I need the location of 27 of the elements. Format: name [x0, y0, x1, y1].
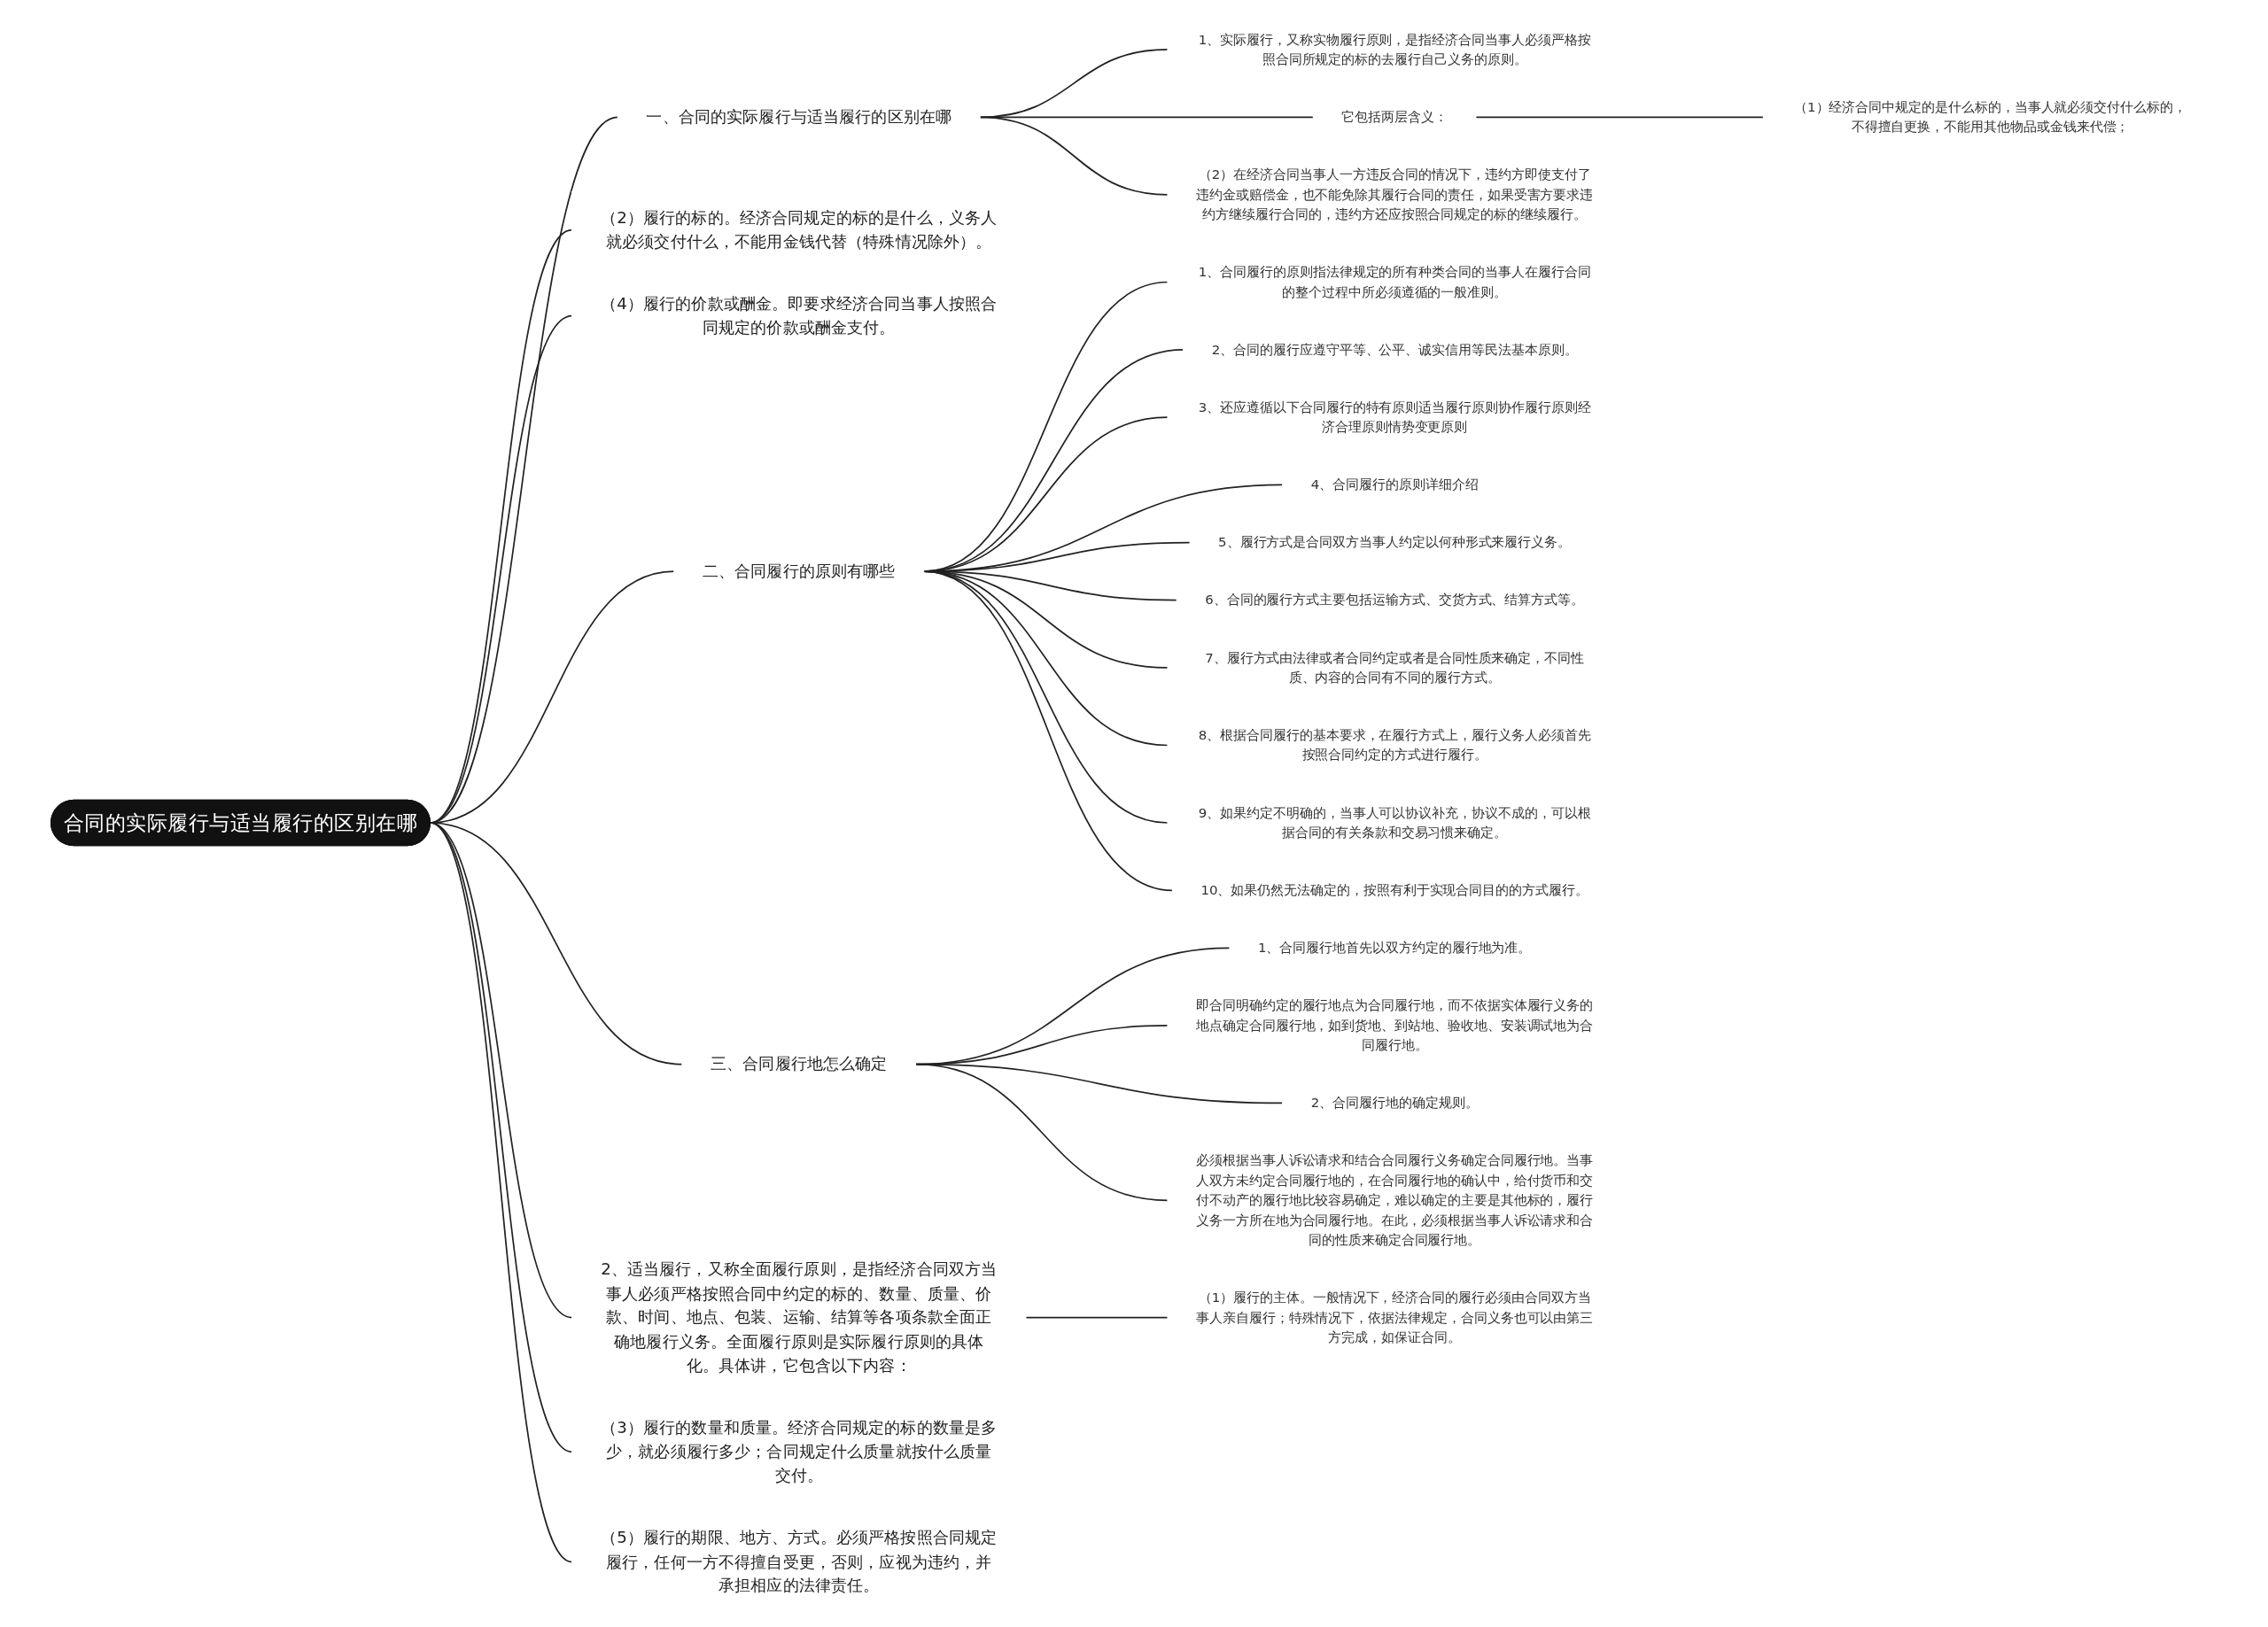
node-text: 二、合同履行的原则有哪些	[702, 561, 896, 580]
node-text: 7、履行方式由法律或者合同约定或者是合同性质来确定，不同性质、内容的合同有不同的履行方式。	[1205, 649, 1584, 685]
node-text: （4）履行的价款或酬金。即要求经济合同当事人按照合同规定的价款或酬金支付。	[601, 293, 998, 337]
node-text: 8、根据合同履行的基本要求，在履行方式上，履行义务人必须首先按照合同约定的方式进行履行。	[1198, 726, 1591, 763]
node-text: 2、合同的履行应遵守平等、公平、诚实信用等民法基本原则。	[1211, 341, 1578, 357]
node-text: （2）履行的标的。经济合同规定的标的是什么，义务人就必须交付什么，不能用金钱代替（特殊情况除外）。	[601, 206, 998, 251]
node-text: 1、合同履行的原则指法律规定的所有种类合同的当事人在履行合同的整个过程中所必须遵循的一般准则。	[1198, 263, 1591, 299]
node-text: 6、合同的履行方式主要包括运输方式、交货方式、结算方式等。	[1205, 592, 1584, 608]
node-text: 必须根据当事人诉讼请求和结合合同履行义务确定合同履行地。当事人双方未约定合同履行地的，在合同履行地的确认中，给付货币和交付不动产的履行地比较容易确定，难以确定的主要是其他标的，履行义务一方所在地为合同履行地。在此，必须根据当事人诉讼请求和合同的性质来确定合同履行地。	[1195, 1151, 1594, 1247]
node-text: 它包括两层含义：	[1341, 108, 1448, 124]
node-text: （1）经济合同中规定的是什么标的，当事人就必须交付什么标的，不得擅自更换，不能用其他物品或金钱来代偿；	[1793, 98, 2186, 134]
node-text: 1、合同履行地首先以双方约定的履行地为准。	[1257, 939, 1532, 955]
node-text: 三、合同履行地怎么确定	[710, 1053, 888, 1073]
node-text: （5）履行的期限、地方、方式。必须严格按照合同规定履行，任何一方不得擅自受更，否则，应视为违约，并承担相应的法律责任。	[601, 1527, 998, 1595]
node-text: 10、如果仍然无法确定的，按照有利于实现合同目的的方式履行。	[1200, 881, 1588, 897]
node-text: 9、如果约定不明确的，当事人可以协议补充，协议不成的，可以根据合同的有关条款和交易习惯来确定。	[1198, 804, 1591, 840]
node-text: （1）履行的主体。一般情况下，经济合同的履行必须由合同双方当事人亲自履行；特殊情况下，依据法律规定，合同义务也可以由第三方完成，如保证合同。	[1195, 1289, 1594, 1344]
node-text: （2）在经济合同当事人一方违反合同的情况下，违约方即使支付了违约金或赔偿金，也不能免除其履行合同的责任，如果受害方要求违约方继续履行合同的，违约方还应按照合同规定的标的继续履行。	[1195, 166, 1594, 221]
node-text: 3、还应遵循以下合同履行的特有原则适当履行原则协作履行原则经济合理原则情势变更原则	[1198, 399, 1591, 434]
node-text: 即合同明确约定的履行地点为合同履行地，而不依据实体履行义务的地点确定合同履行地，如到货地、到站地、验收地、安装调试地为合同履行地。	[1195, 996, 1594, 1052]
node-text: 5、履行方式是合同双方当事人约定以何种形式来履行义务。	[1218, 533, 1572, 550]
node-text: （3）履行的数量和质量。经济合同规定的标的数量是多少，就必须履行多少；合同规定什么质量就按什么质量交付。	[601, 1417, 998, 1484]
node-text: 一、合同的实际履行与适当履行的区别在哪	[646, 106, 951, 126]
node-text: 2、适当履行，又称全面履行原则，是指经济合同双方当事人必须严格按照合同中约定的标的、数量、质量、价款、时间、地点、包装、运输、结算等各项条款全面正确地履行义务。全面履行原则是实际履行原则的具体化。具体讲，它包含以下内容：	[601, 1259, 998, 1375]
node-text: 1、实际履行，又称实物履行原则，是指经济合同当事人必须严格按照合同所规定的标的去履行自己义务的原则。	[1198, 31, 1591, 66]
node-text: 2、合同履行地的确定规则。	[1310, 1094, 1479, 1110]
node-text: 4、合同履行的原则详细介绍	[1310, 476, 1479, 492]
